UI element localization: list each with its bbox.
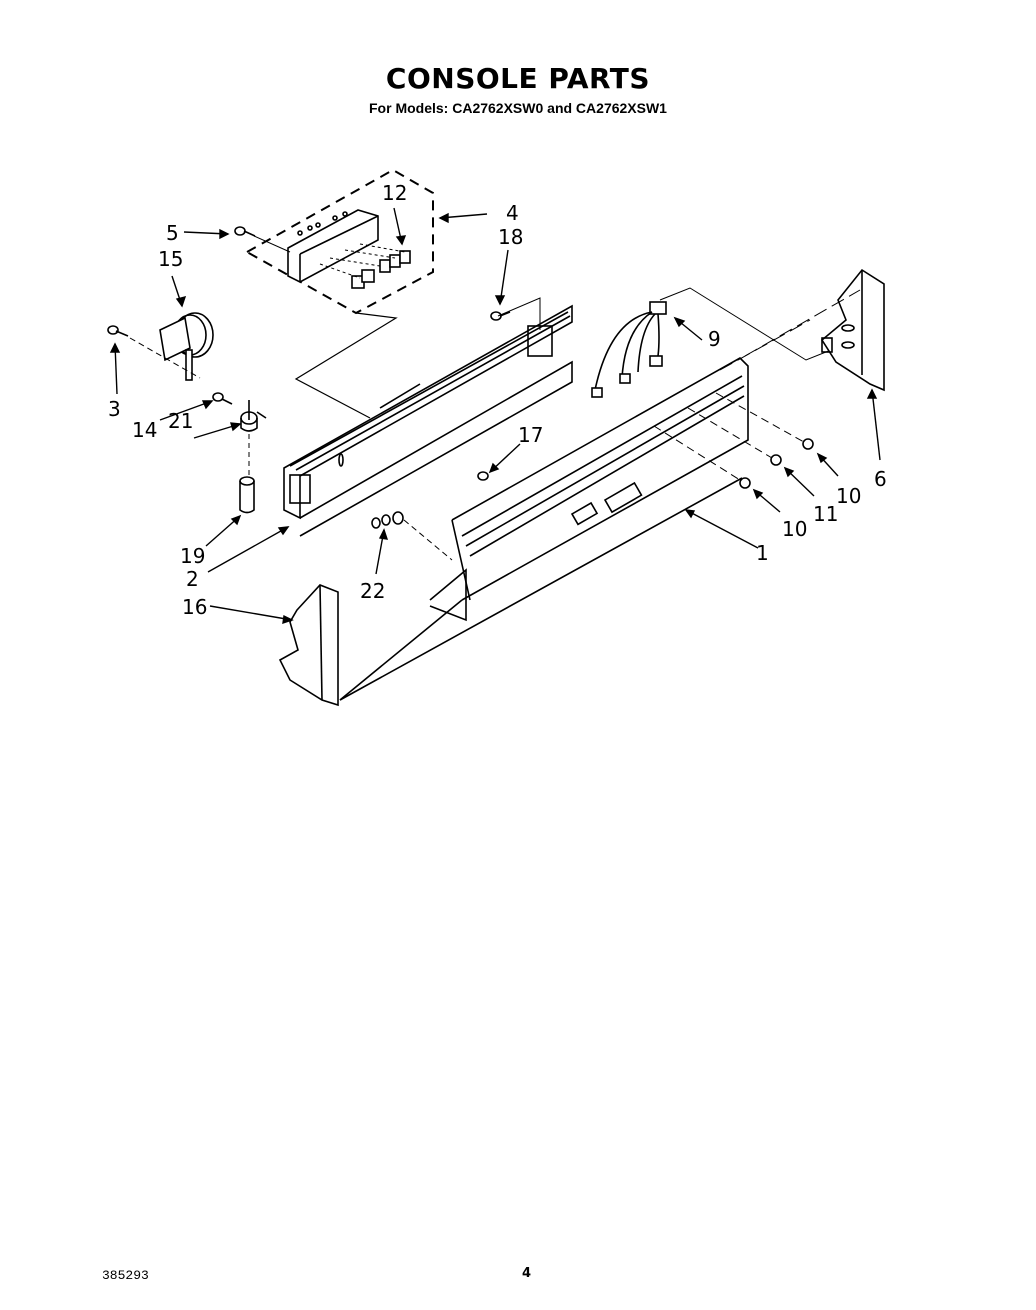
- screw-icon: [212, 392, 233, 405]
- console-panel-icon: [339, 357, 749, 701]
- callout-11: 11: [813, 502, 838, 526]
- screw-icon: [234, 226, 256, 237]
- callout-15: 15: [158, 247, 183, 271]
- wire-harness-icon: [591, 301, 667, 398]
- callout-21: 21: [168, 409, 193, 433]
- callout-12: 12: [382, 181, 407, 205]
- callout-19: 19: [180, 544, 205, 568]
- switch-block-icon: [287, 209, 411, 289]
- callout-10a: 10: [836, 484, 861, 508]
- callout-10b: 10: [782, 517, 807, 541]
- side-trim-icon: [278, 584, 339, 707]
- callout-17: 17: [518, 423, 543, 447]
- page-number: 4: [522, 1266, 532, 1281]
- callout-6: 6: [874, 467, 887, 491]
- clip-icon: [240, 400, 267, 432]
- callout-leaders: [109, 207, 881, 625]
- callout-1: 1: [756, 541, 769, 565]
- callout-3: 3: [108, 397, 121, 421]
- callout-16: 16: [182, 595, 207, 619]
- models-subtitle: For Models: CA2762XSW0 and CA2762XSW1: [369, 100, 667, 116]
- document-number: 385293: [102, 1268, 149, 1283]
- timer-knob-icon: [159, 312, 214, 381]
- callout-9: 9: [708, 327, 721, 351]
- end-bracket-icon: [820, 268, 885, 392]
- sleeve-icon: [239, 476, 255, 514]
- callout-22: 22: [360, 579, 385, 603]
- callout-2: 2: [186, 567, 199, 591]
- clip-icon: [477, 471, 489, 481]
- screw-icon: [107, 325, 129, 337]
- callout-5: 5: [166, 221, 179, 245]
- switch-assembly-outline: [246, 168, 434, 315]
- callout-labels: 1 2 3 4 5 6 9 10 10 11 12 14 15 16 17 18…: [108, 181, 887, 619]
- callout-14: 14: [132, 418, 157, 442]
- callout-18: 18: [498, 225, 523, 249]
- callout-4: 4: [506, 201, 519, 225]
- retainer-icon: [371, 511, 404, 529]
- page-title: CONSOLE PARTS: [385, 62, 651, 95]
- screw-icon: [802, 438, 814, 450]
- screw-icon: [770, 454, 782, 466]
- screw-icon: [490, 311, 511, 321]
- screw-icon: [739, 477, 751, 489]
